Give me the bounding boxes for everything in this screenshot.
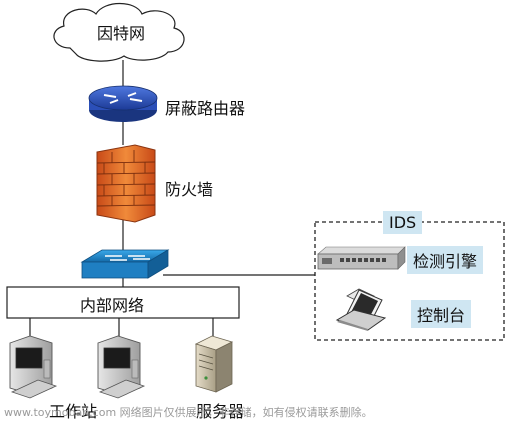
lan-bar (6, 286, 240, 319)
router-label: 屏蔽路由器 (165, 99, 246, 118)
ids-engine-label: 检测引擎 (407, 246, 484, 274)
server-icon (194, 335, 234, 393)
workstation-2-icon (97, 335, 146, 399)
firewall-icon (96, 144, 156, 223)
firewall-label: 防火墙 (165, 180, 214, 199)
console-laptop-icon (335, 288, 387, 331)
watermark-text: www.toymoban.com 网络图片仅供展示，非存储，如有侵权请联系删除。 (4, 406, 373, 419)
console-label: 控制台 (411, 300, 472, 328)
workstation-1-icon (9, 335, 58, 399)
internet-label: 因特网 (97, 24, 146, 43)
internet-cloud (53, 2, 185, 62)
connection-lines (29, 60, 315, 336)
router-icon (88, 85, 158, 122)
ids-title-label: IDS (383, 211, 423, 234)
switch-icon (80, 249, 170, 279)
workstation-label: 工作站 (49, 402, 98, 421)
ids-engine-icon (317, 246, 406, 270)
lan-label: 内部网络 (80, 296, 145, 315)
server-label: 服务器 (196, 402, 245, 421)
